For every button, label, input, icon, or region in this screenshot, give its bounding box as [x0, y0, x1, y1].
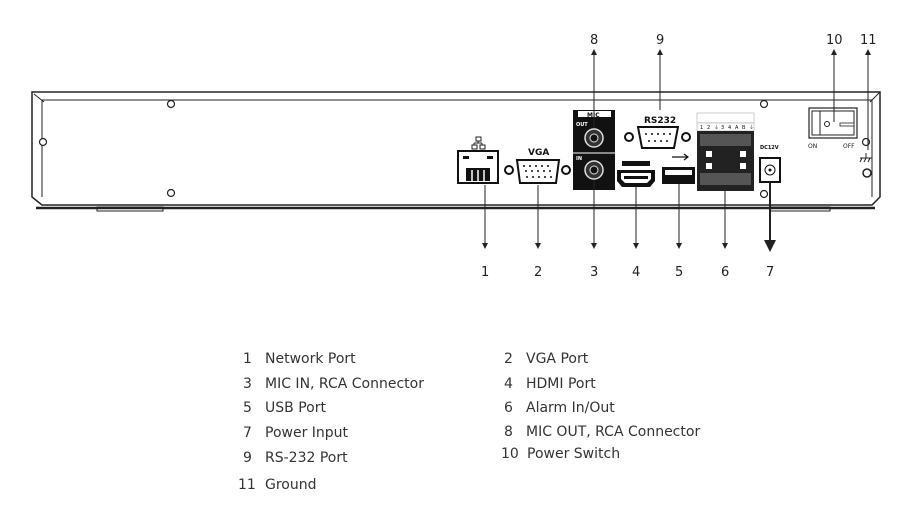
alarm-terminal-label: 4 [728, 125, 731, 131]
callout-2: 2 [534, 265, 542, 280]
alarm-terminal-label: 1 [700, 125, 703, 131]
callout-3: 3 [590, 265, 598, 280]
callout-7: 7 [766, 265, 774, 280]
device-rear-panel-diagram: VGA MIC OUT IN RS232 [31, 33, 881, 280]
usb-icon [672, 153, 689, 161]
hdmi-logo-icon [622, 161, 650, 166]
callout-6: 6 [721, 265, 729, 280]
callout-9: 9 [656, 33, 664, 48]
callout-11: 11 [860, 33, 877, 48]
screw-icon [759, 99, 769, 109]
alarm-terminal-label: ⏚ [749, 124, 754, 131]
switch-on-label: ON [808, 143, 817, 150]
alarm-terminal-label: ⏚ [714, 124, 719, 131]
switch-off-label: OFF [843, 143, 855, 150]
screw-icon [759, 189, 769, 199]
mic-in-label: IN [576, 156, 582, 162]
network-icon [471, 136, 486, 150]
chassis [31, 91, 881, 212]
hdmi-port [617, 161, 655, 187]
screw-icon [38, 137, 48, 147]
rs232-port: RS232 [624, 116, 691, 149]
power-switch: ON OFF [808, 107, 858, 150]
alarm-terminal-label: 2 [707, 125, 710, 131]
rs232-label: RS232 [644, 116, 676, 126]
mic-out-label: OUT [576, 122, 588, 128]
screw-icon [166, 99, 176, 109]
callout-5: 5 [675, 265, 683, 280]
callout-8: 8 [590, 33, 598, 48]
network-port [457, 136, 499, 184]
vga-label: VGA [528, 148, 549, 158]
callout-4: 4 [632, 265, 640, 280]
screw-icon [166, 188, 176, 198]
ground-icon [859, 153, 872, 163]
usb-port [662, 153, 695, 184]
alarm-terminal-label: 3 [721, 125, 724, 131]
callout-1: 1 [481, 265, 489, 280]
alarm-terminal-label: B [742, 125, 746, 131]
vga-port: VGA [504, 148, 571, 184]
alarm-terminal-label: A [735, 125, 739, 131]
callout-lines [482, 49, 871, 252]
dc12v-label: DC12V [760, 145, 779, 151]
ground-terminal [859, 153, 872, 178]
callout-10: 10 [826, 33, 843, 48]
